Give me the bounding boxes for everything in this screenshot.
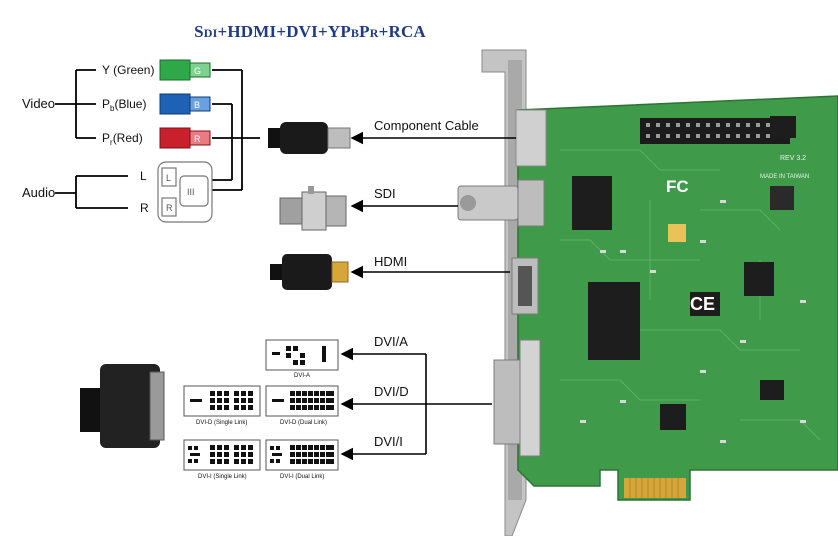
dvi-d-dual-caption: DVI-D (Dual Link) [280, 420, 327, 426]
rca-green-connector: G [159, 59, 211, 81]
dvi-i-dual-caption: DVI-I (Dual Link) [280, 474, 324, 480]
left-wiring [55, 69, 260, 209]
dvi-plug [80, 364, 165, 448]
rca-blue-connector: B [159, 93, 211, 115]
dvi-a-caption: DVI-A [294, 373, 310, 379]
gold-fingers [624, 478, 686, 498]
dvi-a-tile: DVI-A [265, 339, 339, 379]
chip-lower-right [760, 380, 784, 400]
pb-blue-label: Pb(Blue) [102, 97, 146, 113]
component-cable-label: Component Cable [374, 118, 479, 133]
pin-header [640, 118, 790, 144]
audio-plug-l: L [166, 173, 171, 183]
audio-plug-r: R [166, 203, 173, 213]
card-dvi-port [493, 339, 541, 457]
chip-main [588, 282, 640, 360]
dvi-i-dual-tile: DVI-I (Dual Link) [265, 439, 339, 480]
audio-l-label: L [140, 169, 147, 183]
hdmi-label: HDMI [374, 254, 407, 269]
made-in-text: MADE IN TAIWAN [760, 174, 809, 180]
component-cable-plug [268, 122, 351, 154]
rca-audio-connector [157, 161, 213, 223]
chip-top-right [770, 116, 796, 138]
diagram-title: Sdi+HDMI+DVI+YPbPr+RCA [194, 22, 426, 41]
sdi-label: SDI [374, 186, 396, 201]
dvi-i-single-caption: DVI-I (Single Link) [198, 474, 247, 480]
chip-right-small [770, 186, 794, 210]
card-component-port [515, 109, 547, 167]
chip-lower [660, 404, 686, 430]
dvi-i-single-tile: DVI-I (Single Link) [183, 439, 261, 480]
chip-mid [690, 292, 720, 316]
rev-text: REV 3.2 [780, 155, 806, 162]
crystal [668, 224, 686, 242]
sdi-bnc-plug [279, 186, 347, 231]
ce-mark: CE [690, 294, 715, 314]
fc-mark: FC [666, 177, 689, 196]
chip-right [744, 262, 774, 296]
audio-label: Audio [22, 185, 55, 200]
svg-text:G: G [194, 66, 201, 76]
pr-red-label: Pr(Red) [102, 131, 143, 147]
video-label: Video [22, 96, 55, 111]
y-green-label: Y (Green) [102, 63, 154, 77]
capture-card: FC CE REV 3.2 MADE IN TAIWAN [457, 49, 838, 536]
dvi-d-single-tile: DVI-D (Single Link) [183, 385, 261, 426]
card-sdi-port [457, 179, 545, 227]
chip-upper [572, 176, 612, 230]
dvi-d-label: DVI/D [374, 384, 409, 399]
dvi-i-label: DVI/I [374, 434, 403, 449]
audio-plug-iii: III [187, 187, 195, 197]
audio-r-label: R [140, 201, 149, 215]
svg-text:B: B [194, 100, 200, 110]
dvi-a-label: DVI/A [374, 334, 408, 349]
hdmi-plug [270, 254, 349, 290]
arrows [340, 131, 516, 461]
rca-red-connector: R [159, 127, 211, 149]
svg-text:R: R [194, 134, 201, 144]
dvi-d-single-caption: DVI-D (Single Link) [196, 420, 247, 426]
dvi-d-dual-tile: DVI-D (Dual Link) [265, 385, 339, 426]
